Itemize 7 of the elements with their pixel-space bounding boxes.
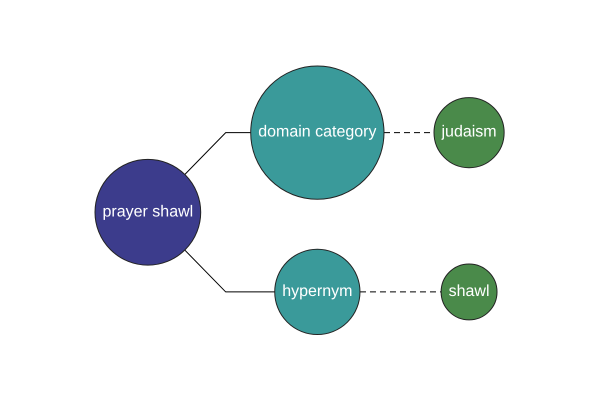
node-circle: shawl: [441, 263, 498, 320]
connector: [184, 132, 252, 175]
connector: [360, 291, 442, 292]
connector: [184, 249, 276, 292]
node-circle: domain category: [250, 65, 385, 200]
node-circle: prayer shawl: [94, 158, 202, 266]
node-circle: hypernym: [274, 248, 361, 335]
